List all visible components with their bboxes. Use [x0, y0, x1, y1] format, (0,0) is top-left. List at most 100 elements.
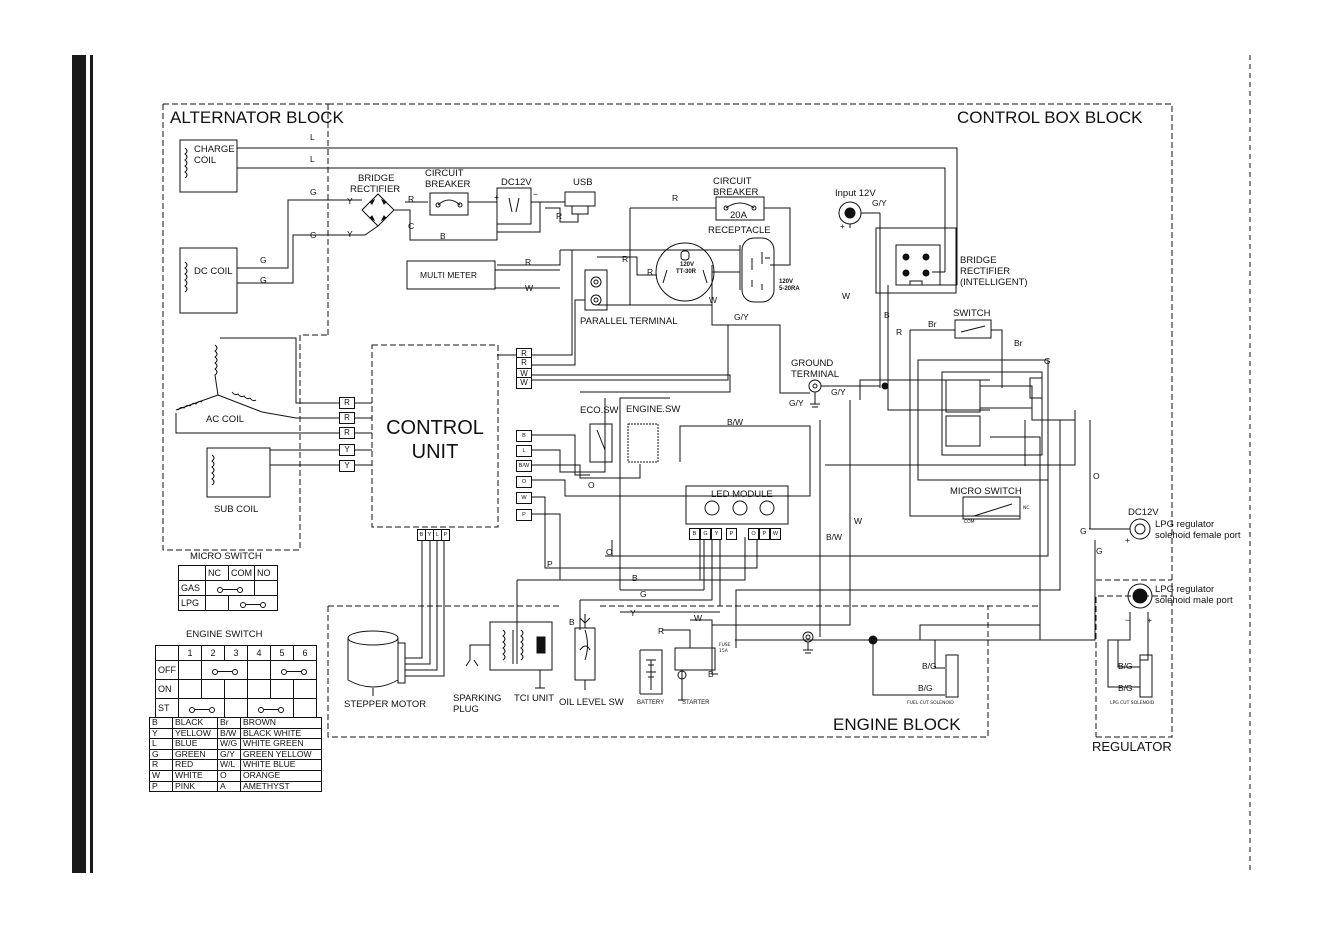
micro-switch-nc: NC [1023, 506, 1030, 511]
led-pin: W [770, 528, 781, 540]
eco-switch-box [589, 423, 613, 463]
dc-coil-label: DC COIL [194, 266, 233, 277]
led-pin: O [748, 528, 759, 540]
wire-label: G [1096, 546, 1103, 556]
wire-label: R [672, 193, 679, 203]
sub-coil-box [206, 447, 271, 498]
regulator-block-title: REGULATOR [1092, 739, 1172, 754]
switch-box [954, 319, 992, 339]
es-link [201, 660, 248, 680]
fuse-label-1: FUSE [719, 643, 731, 648]
wire-label: G/Y [789, 398, 804, 408]
battery-label: BATTERY [637, 700, 665, 706]
ms-header-cell: NO [254, 565, 278, 581]
cu-right-pin: P [516, 509, 532, 521]
starter-label: STARTER [682, 700, 710, 706]
legend-color-name: BROWN [240, 717, 322, 729]
ac-coil-box [175, 337, 340, 434]
lpg-male-label-1: LPG regulator [1155, 584, 1215, 595]
breaker-rating: 20A [730, 210, 747, 221]
wire-label: C [408, 221, 415, 231]
tci-unit-icon [465, 621, 553, 689]
control-unit-box [371, 344, 499, 528]
ms-header-cell: COM [228, 565, 255, 581]
wire-label: R [622, 254, 629, 264]
fuel-cut-solenoid-connector [945, 654, 959, 698]
page-edge-bar-thick [72, 55, 86, 873]
wire-label: R [658, 626, 665, 636]
micro-switch-table: NC COM NO GAS LPG [178, 565, 278, 611]
legend-code: O [217, 769, 241, 782]
bridge-rectifier-icon [350, 193, 498, 241]
wire-label: Y [630, 608, 636, 618]
es-header-cell: 5 [270, 645, 294, 661]
wire-label: W [525, 283, 534, 293]
wire-label: G [260, 255, 267, 265]
battery-icon [639, 629, 691, 695]
control-unit-label-1: CONTROL [386, 417, 484, 439]
control-unit-label-2: UNIT [411, 441, 459, 463]
regulator-block-border [1096, 579, 1173, 738]
led-module-box [685, 485, 789, 525]
bridge-rectifier-label-1: BRIDGE [358, 173, 395, 184]
legend-color-name: WHITE [172, 769, 218, 782]
ground-terminal [808, 379, 822, 393]
charge-coil-icon [184, 147, 188, 179]
fuel-bg-label-1: B/G [922, 661, 937, 671]
ground-terminal-label-2: TERMINAL [791, 369, 840, 380]
es-link [178, 698, 225, 718]
usb-label: USB [573, 177, 593, 188]
fuse-label-2: 15A [719, 649, 728, 654]
5-20ra-receptacle [741, 237, 775, 303]
engine-switch-label: ENGINE.SW [626, 404, 681, 415]
legend-color-name: ORANGE [240, 769, 322, 782]
wire-label: W [709, 295, 718, 305]
wire-label: B [440, 231, 446, 241]
wire-label: R [647, 267, 654, 277]
alternator-block-border [162, 103, 328, 551]
dc12v-label: DC12V [501, 177, 532, 188]
legend-color-name: GREEN [172, 748, 218, 761]
wire-label: G/Y [734, 312, 749, 322]
wire-label: B [884, 310, 890, 320]
r520ra-label-1: 120V [779, 279, 794, 285]
oil-level-switch-label: OIL LEVEL SW [559, 697, 624, 708]
tt30r-label-2: TT-30R [676, 269, 697, 275]
control-box-block-title: CONTROL BOX BLOCK [957, 108, 1143, 127]
stepper-motor-icon [347, 630, 406, 696]
es-empty-cell [224, 679, 248, 699]
wire-label: + [1125, 535, 1130, 545]
led-pin: P [759, 528, 770, 540]
sparking-plug-label-1: SPARKING [453, 693, 502, 704]
intelligent-bridge-rectifier-box [875, 227, 957, 294]
wire-label: W [842, 291, 851, 301]
circuit-breaker-1-label-2: BREAKER [425, 179, 471, 190]
legend-code: B [149, 717, 173, 729]
legend-color-name: YELLOW [172, 727, 218, 740]
tt30r-label-1: 120V [680, 262, 695, 268]
es-empty-cell [247, 679, 271, 699]
legend-color-name: RED [172, 759, 218, 771]
legend-color-name: PINK [172, 780, 218, 793]
wire-label: G/Y [872, 198, 887, 208]
legend-code: R [149, 759, 173, 771]
legend-code: B/W [217, 727, 241, 740]
charge-coil-label-2: COIL [194, 155, 217, 166]
engine-switch-table: 1 2 3 4 5 6 OFF ON ST [155, 645, 317, 718]
ac-coil-label: AC COIL [206, 414, 245, 425]
es-header-cell: 4 [247, 645, 271, 661]
intelligent-rectifier-label-3: (INTELLIGENT) [960, 277, 1028, 288]
wire-label: L [310, 132, 315, 142]
wire-label: R [525, 257, 532, 267]
wire-label: W [694, 613, 703, 623]
wire-label: − [533, 189, 538, 199]
wire-label: R [896, 327, 903, 337]
legend-code: L [149, 738, 173, 750]
es-empty-cell [178, 679, 202, 699]
wire-label: B [708, 669, 714, 679]
ms-empty-cell [254, 580, 278, 596]
lpg-male-label-2: solehoid male port [1155, 595, 1233, 606]
